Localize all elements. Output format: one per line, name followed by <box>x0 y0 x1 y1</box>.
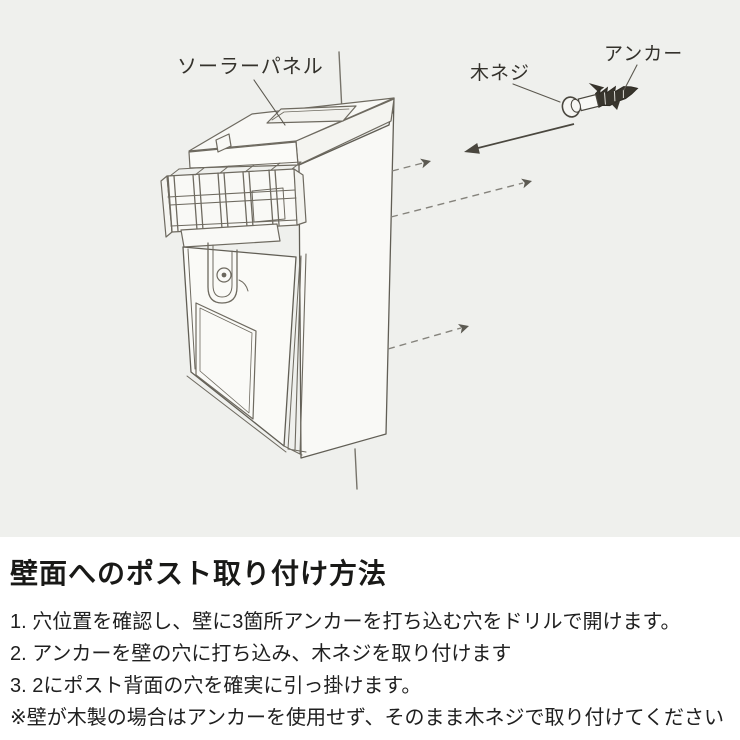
wall-guide-lines <box>338 51 358 490</box>
arrowhead-icon <box>458 323 469 334</box>
label-leader-lines <box>253 64 638 126</box>
screw-direction-arrow <box>464 123 575 154</box>
door-window-frame <box>195 302 257 420</box>
mount-arrow-middle <box>390 182 524 218</box>
anchor-spur <box>611 100 620 110</box>
latch-strap <box>207 242 249 304</box>
instruction-step-2: 2. アンカーを壁の穴に打ち込み、木ネジを取り付けます <box>10 643 512 665</box>
mount-arrow-bottom <box>387 327 462 350</box>
page-title: 壁面へのポスト取り付け方法 <box>10 558 388 589</box>
shelf-band <box>180 223 281 248</box>
label-solar-panel: ソーラーパネル <box>177 56 324 78</box>
mailbox-mounting-diagram: ソーラーパネル 木ネジ アンカー <box>160 44 683 490</box>
lid <box>188 97 395 169</box>
mailbox-illustration <box>160 97 395 459</box>
mounting-point-arrows <box>387 158 532 350</box>
lid-hinge-tab <box>215 133 232 153</box>
arrowhead-icon <box>521 178 532 189</box>
screw-shank <box>577 93 600 112</box>
arrowhead-icon <box>464 143 480 154</box>
mount-arrow-top <box>391 162 424 172</box>
instruction-note: ※壁が木製の場合はアンカーを使用せず、そのまま木ネジで取り付けてください <box>10 707 724 729</box>
label-anchor: アンカー <box>604 44 683 65</box>
grille-cage <box>160 161 307 238</box>
anchor-body <box>594 85 639 109</box>
instruction-steps: 1. 穴位置を確認し、壁に3箇所アンカーを打ち込む穴をドリルで開けます。 2. … <box>10 606 734 734</box>
instruction-step-1: 1. 穴位置を確認し、壁に3箇所アンカーを打ち込む穴をドリルで開けます。 <box>10 611 681 633</box>
instruction-step-3: 3. 2にポスト背面の穴を確実に引っ掛けます。 <box>10 675 422 697</box>
anchor-leader <box>623 64 638 91</box>
latch-knob <box>216 267 232 283</box>
instructions-section: 壁面へのポスト取り付け方法 1. 穴位置を確認し、壁に3箇所アンカーを打ち込む穴… <box>10 554 734 734</box>
label-wood-screw: 木ネジ <box>470 62 530 84</box>
solar-panel <box>266 105 357 124</box>
screw-anchor-illustration <box>561 83 639 118</box>
solar-panel-leader <box>253 79 286 126</box>
diagram-area: ソーラーパネル 木ネジ アンカー <box>0 0 740 537</box>
arrowhead-icon <box>420 158 431 169</box>
door <box>182 242 307 456</box>
wood-screw-leader <box>512 83 561 103</box>
